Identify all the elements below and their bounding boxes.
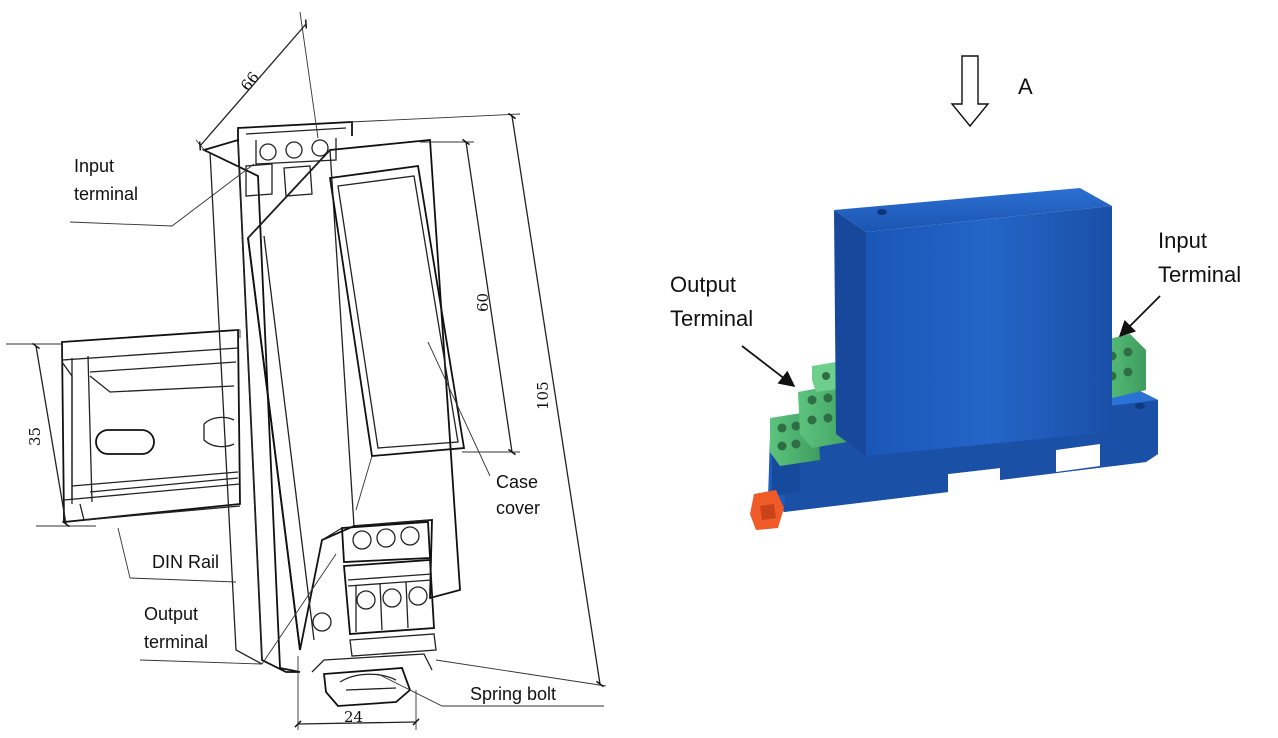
dim-cover-60: 60 (474, 293, 492, 312)
label-output-terminal: Terminal (670, 306, 753, 331)
input-terminal-arrow (1118, 295, 1161, 338)
label-output-terminal: Output (670, 272, 736, 297)
dim-width-24: 24 (344, 708, 363, 726)
dim-rail-35: 35 (26, 427, 44, 446)
label-input-terminal: Input (74, 156, 114, 176)
module-drawing (201, 121, 466, 707)
label-output-terminal: terminal (144, 632, 208, 652)
dimension-lines (6, 11, 607, 730)
product-photo: A (670, 55, 1241, 530)
label-input-terminal: Input (1158, 228, 1207, 253)
label-case-cover: cover (496, 498, 540, 518)
dim-total-105: 105 (534, 381, 552, 410)
label-output-terminal: Output (144, 604, 198, 624)
output-terminal-block (770, 362, 858, 466)
label-spring-bolt: Spring bolt (470, 684, 556, 704)
label-input-terminal: terminal (74, 184, 138, 204)
label-input-terminal: Terminal (1158, 262, 1241, 287)
label-case-cover: Case (496, 472, 538, 492)
view-marker-label: A (1018, 74, 1033, 99)
label-din-rail: DIN Rail (152, 552, 219, 572)
din-rail-drawing (61, 329, 241, 523)
module-case (834, 188, 1112, 456)
dim-depth-66: 66 (237, 68, 263, 94)
technical-drawing: 66 60 105 35 24 Input terminal DIN Rail … (6, 11, 607, 730)
drawing-leader-lines (69, 163, 604, 707)
output-terminal-arrow (741, 345, 796, 387)
view-arrow-icon (950, 55, 990, 128)
